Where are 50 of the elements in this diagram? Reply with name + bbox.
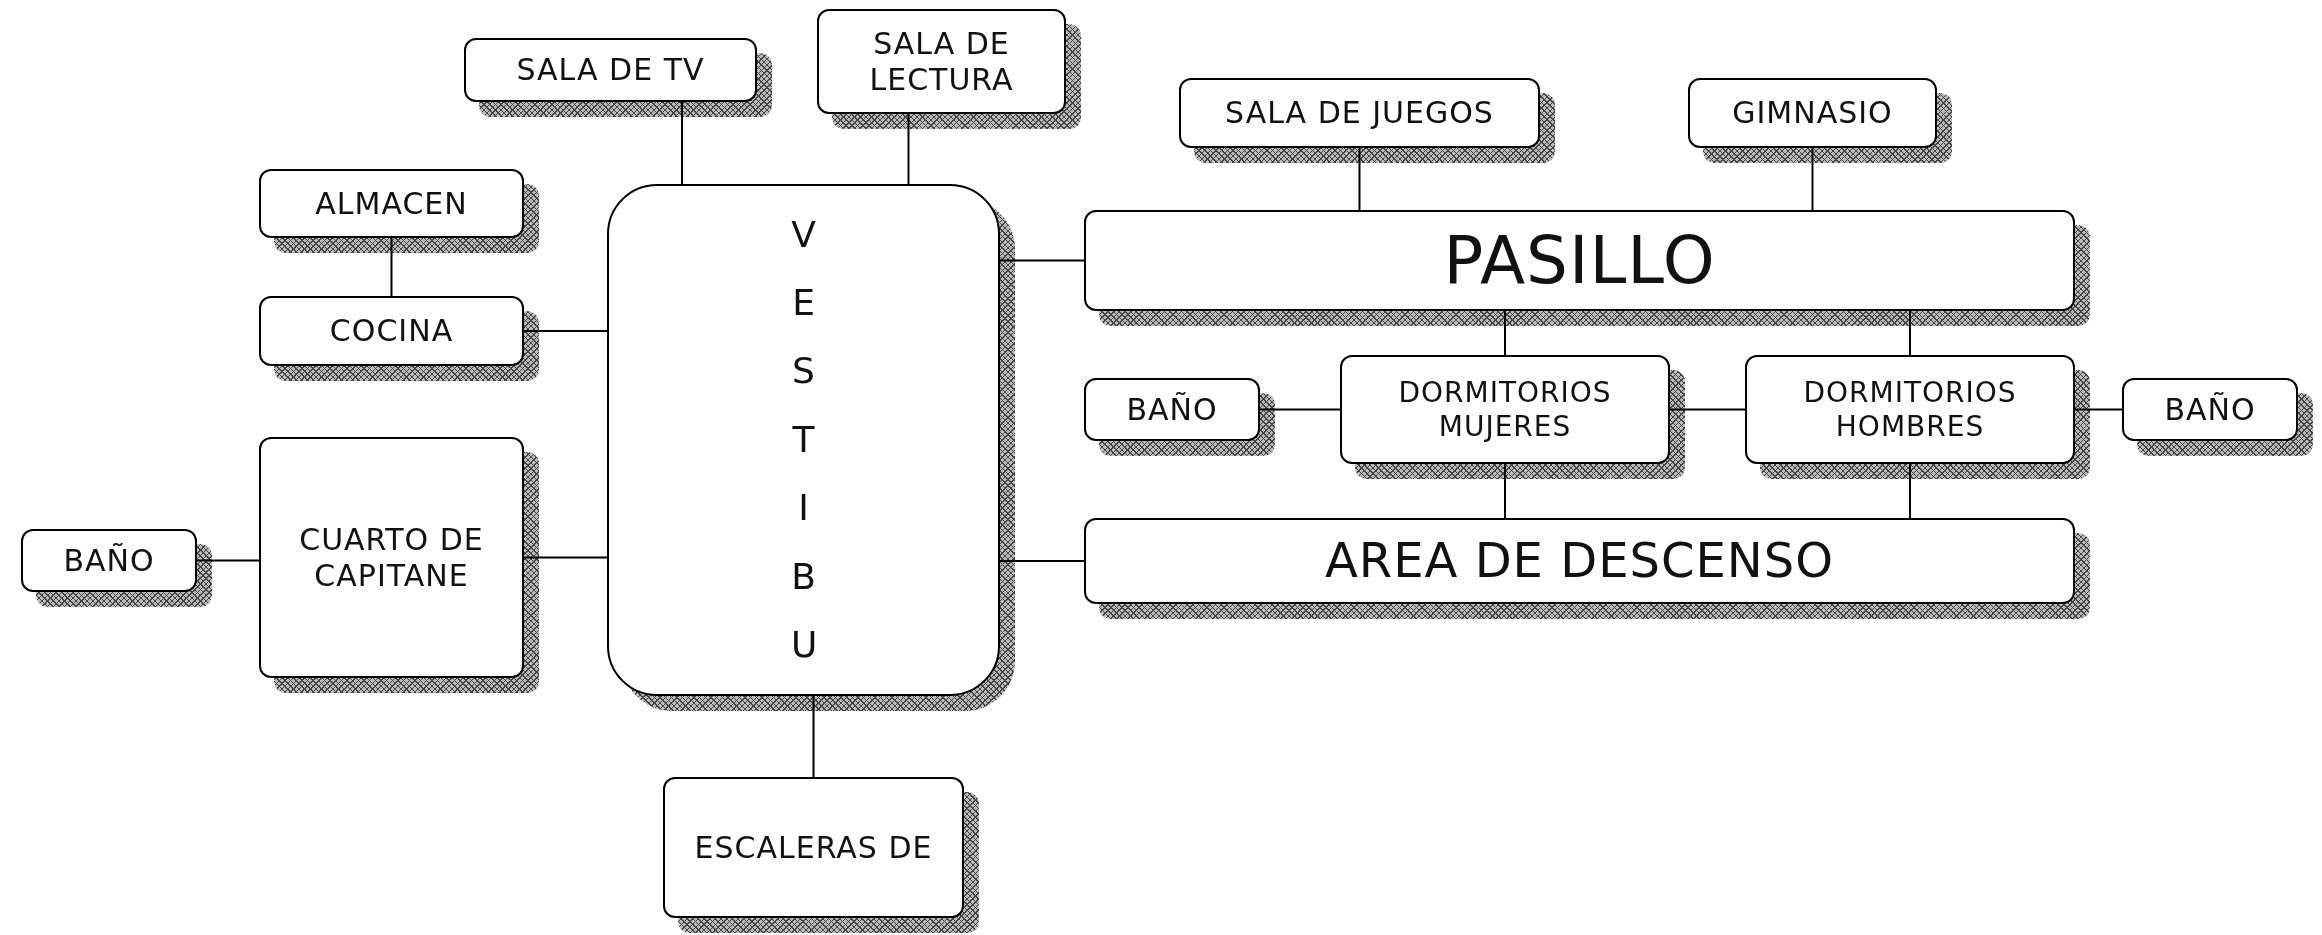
connector-line (390, 237, 393, 297)
room-name: ALMACEN (315, 185, 468, 222)
room-name: GIMNASIO (1732, 95, 1893, 131)
room-name: SALA DE TV (516, 52, 705, 88)
room-name: ESCALERAS DE (694, 829, 933, 866)
connector-line (999, 259, 1085, 262)
room-box (1688, 78, 1937, 148)
room-name: SALA DE LECTURA (868, 25, 1015, 98)
connector-line (1909, 463, 1911, 519)
connector-line (523, 330, 608, 332)
connector-line (1669, 408, 1746, 411)
room-name: BAÑO (63, 542, 155, 579)
room-box (259, 169, 524, 238)
connector-line (1259, 408, 1341, 411)
room-box (1745, 355, 2075, 464)
room-name: VESTIBU (790, 212, 817, 667)
room-box (1084, 210, 2075, 311)
connector-line (1504, 463, 1506, 519)
room-box (259, 296, 524, 366)
room-name: PASILLO (1443, 220, 1716, 301)
connector-line (999, 560, 1085, 562)
room-box (1340, 355, 1670, 464)
room-box (817, 9, 1066, 114)
room-name: BAÑO (2164, 391, 2256, 428)
connector-line (1811, 147, 1814, 211)
connector-line (812, 695, 815, 778)
room-box (2122, 378, 2298, 441)
room-name: SALA DE JUEGOS (1225, 95, 1494, 131)
room-name: COCINA (329, 313, 454, 349)
connector-line (1909, 310, 1911, 356)
room-box (1084, 378, 1260, 441)
room-name: DORMITORIOS MUJERES (1397, 375, 1613, 444)
room-box (21, 529, 197, 592)
room-name: DORMITORIOS HOMBRES (1802, 375, 2018, 444)
connector-line (523, 556, 608, 559)
connector-line (681, 101, 683, 185)
connector-line (1504, 310, 1506, 356)
room-box (1084, 518, 2075, 604)
room-box (663, 777, 964, 918)
room-box (464, 38, 757, 102)
connector-line (907, 113, 910, 185)
connector-line (2074, 408, 2123, 411)
room-name: CUARTO DE CAPITANE (298, 521, 485, 594)
connector-line (1358, 147, 1361, 211)
room-box (607, 184, 1000, 696)
room-name: BAÑO (1126, 391, 1218, 428)
connector-line (196, 559, 260, 562)
room-name: AREA DE DESCENSO (1325, 532, 1834, 590)
room-box (259, 437, 524, 678)
room-box (1179, 78, 1540, 148)
